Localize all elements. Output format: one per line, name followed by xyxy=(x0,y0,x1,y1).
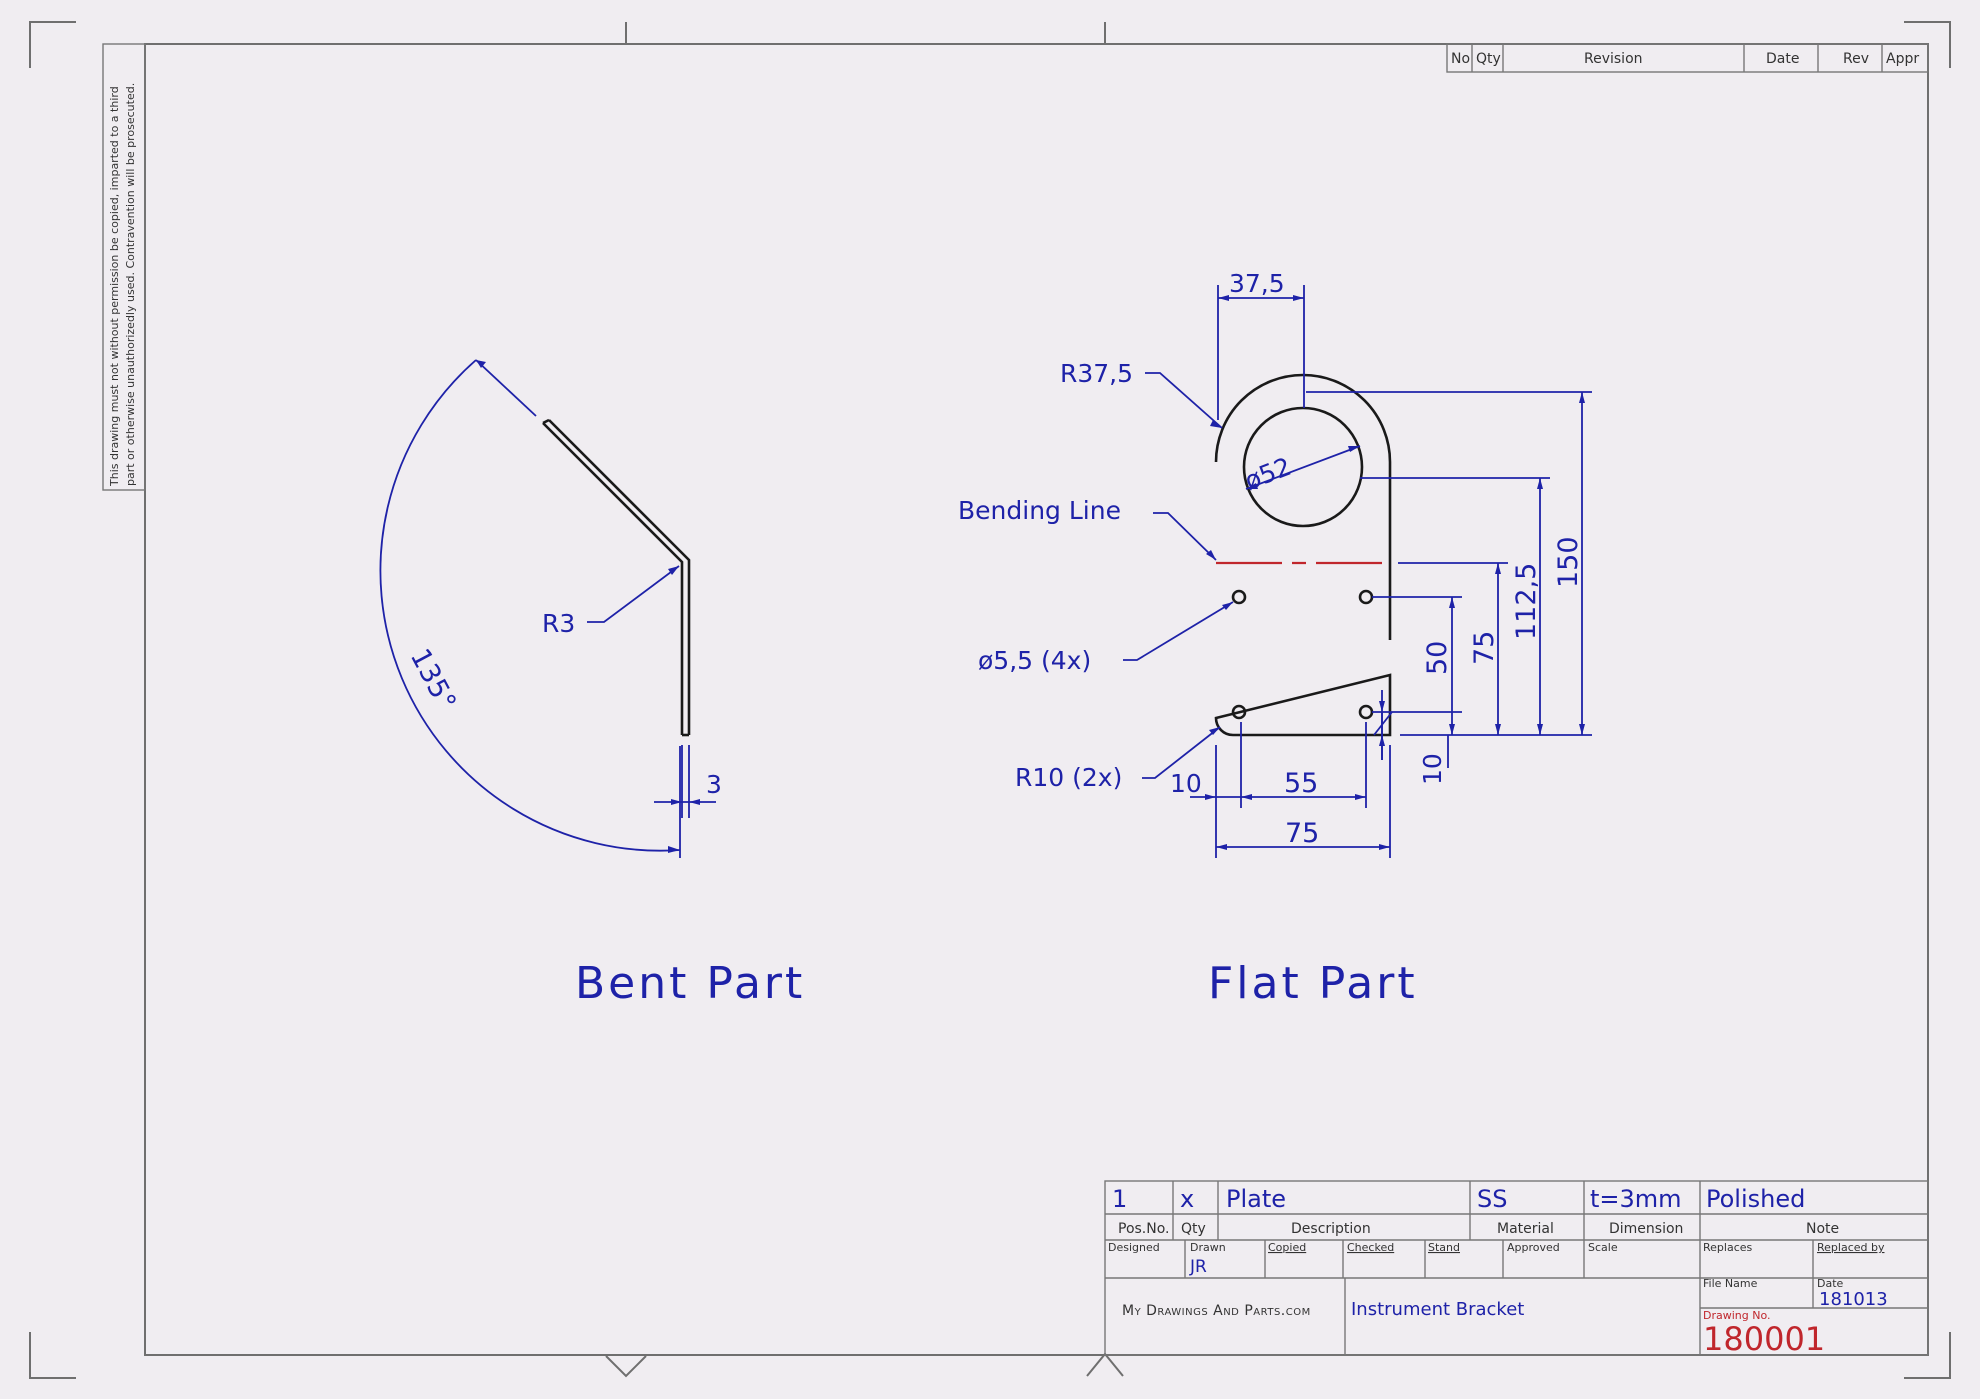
rev-header-revision: Revision xyxy=(1584,51,1643,67)
drawing-border xyxy=(144,43,1929,1356)
tb-pos-no-value: 1 xyxy=(1112,1185,1127,1213)
tb-drawing-number: 180001 xyxy=(1703,1320,1825,1358)
tb-header-pos-no: Pos.No. xyxy=(1118,1221,1170,1237)
bending-line-label: Bending Line xyxy=(958,496,1121,525)
large-hole-diameter-label: ø52 xyxy=(1241,452,1295,496)
bent-thickness-label: 3 xyxy=(706,770,722,799)
flat-part-view: 37,5 R37,5 ø52 Bending Line ø5,5 (4x) R1… xyxy=(958,269,1592,1009)
dim-150-label: 150 xyxy=(1553,536,1584,588)
dim-75-right-label: 75 xyxy=(1469,631,1500,665)
small-hole xyxy=(1231,589,1247,605)
crop-marks xyxy=(29,21,1951,1379)
tb-drawing-title: Instrument Bracket xyxy=(1351,1299,1524,1320)
tb-material-value: SS xyxy=(1477,1185,1507,1213)
small-holes-label: ø5,5 (4x) xyxy=(978,646,1091,675)
tb-date: Date xyxy=(1817,1277,1844,1290)
bent-radius-label: R3 xyxy=(542,609,575,638)
dim-10-right-label: 10 xyxy=(1418,753,1447,785)
tb-drawing-no-label: Drawing No. xyxy=(1703,1309,1771,1322)
tb-header-qty: Qty xyxy=(1181,1221,1206,1237)
tb-copied: Copied xyxy=(1268,1241,1306,1254)
rev-header-rev: Rev xyxy=(1843,51,1869,67)
flat-part-outline xyxy=(1214,373,1392,737)
tb-stand: Stand xyxy=(1428,1241,1460,1254)
tb-dimension-value: t=3mm xyxy=(1590,1185,1682,1213)
bent-part-title: Bent Part xyxy=(575,958,805,1009)
tb-note-value: Polished xyxy=(1706,1185,1805,1213)
tb-designed: Designed xyxy=(1108,1241,1160,1254)
dim-75-bottom-label: 75 xyxy=(1285,818,1319,849)
dim-50-label: 50 xyxy=(1422,641,1453,675)
rev-header-date: Date xyxy=(1766,51,1799,67)
copyright-line-2: part or otherwise unauthorizedly used. C… xyxy=(124,83,137,486)
tb-file-name: File Name xyxy=(1703,1277,1758,1290)
tb-approved: Approved xyxy=(1507,1241,1560,1254)
title-block: 1 x Plate SS t=3mm Polished Pos.No. Qty … xyxy=(1104,1180,1929,1358)
center-marks xyxy=(605,22,1124,1378)
revision-table: No Qty Revision Date Rev Appr xyxy=(1446,43,1929,73)
small-hole xyxy=(1358,704,1374,720)
tb-description-value: Plate xyxy=(1226,1185,1286,1213)
tb-scale: Scale xyxy=(1588,1241,1618,1254)
tb-drawn: Drawn xyxy=(1190,1241,1226,1254)
tb-drawn-value: JR xyxy=(1189,1257,1207,1277)
dim-55-label: 55 xyxy=(1284,768,1318,799)
rev-header-qty: Qty xyxy=(1476,51,1501,67)
tb-header-material: Material xyxy=(1497,1221,1554,1237)
tb-qty-value: x xyxy=(1180,1185,1194,1213)
tb-company: My Drawings And Parts.com xyxy=(1122,1303,1311,1319)
rev-header-no: No xyxy=(1451,51,1470,67)
small-hole xyxy=(1231,704,1247,720)
tb-checked: Checked xyxy=(1347,1241,1394,1254)
tb-replaces: Replaces xyxy=(1703,1241,1753,1254)
tb-header-description: Description xyxy=(1291,1221,1371,1237)
tb-header-dimension: Dimension xyxy=(1609,1221,1683,1237)
large-hole xyxy=(1242,406,1364,528)
radius-top-label: R37,5 xyxy=(1060,359,1133,388)
copyright-line-1: This drawing must not without permission… xyxy=(108,86,121,487)
bent-part-view: 135° R3 3 Bent Part xyxy=(379,359,805,1009)
flat-part-title: Flat Part xyxy=(1208,958,1418,1009)
dim-10-left-label: 10 xyxy=(1170,769,1202,798)
dim-112-5-label: 112,5 xyxy=(1511,563,1542,640)
copyright-box xyxy=(102,43,146,491)
small-hole xyxy=(1358,589,1374,605)
dim-37-5-label: 37,5 xyxy=(1229,269,1285,298)
corner-radius-label: R10 (2x) xyxy=(1015,763,1122,792)
tb-date-value: 181013 xyxy=(1819,1289,1888,1310)
tb-replaced-by: Replaced by xyxy=(1817,1241,1885,1254)
tb-header-note: Note xyxy=(1806,1221,1839,1237)
rev-header-appr: Appr xyxy=(1886,51,1919,67)
bent-angle-label: 135° xyxy=(404,644,462,716)
